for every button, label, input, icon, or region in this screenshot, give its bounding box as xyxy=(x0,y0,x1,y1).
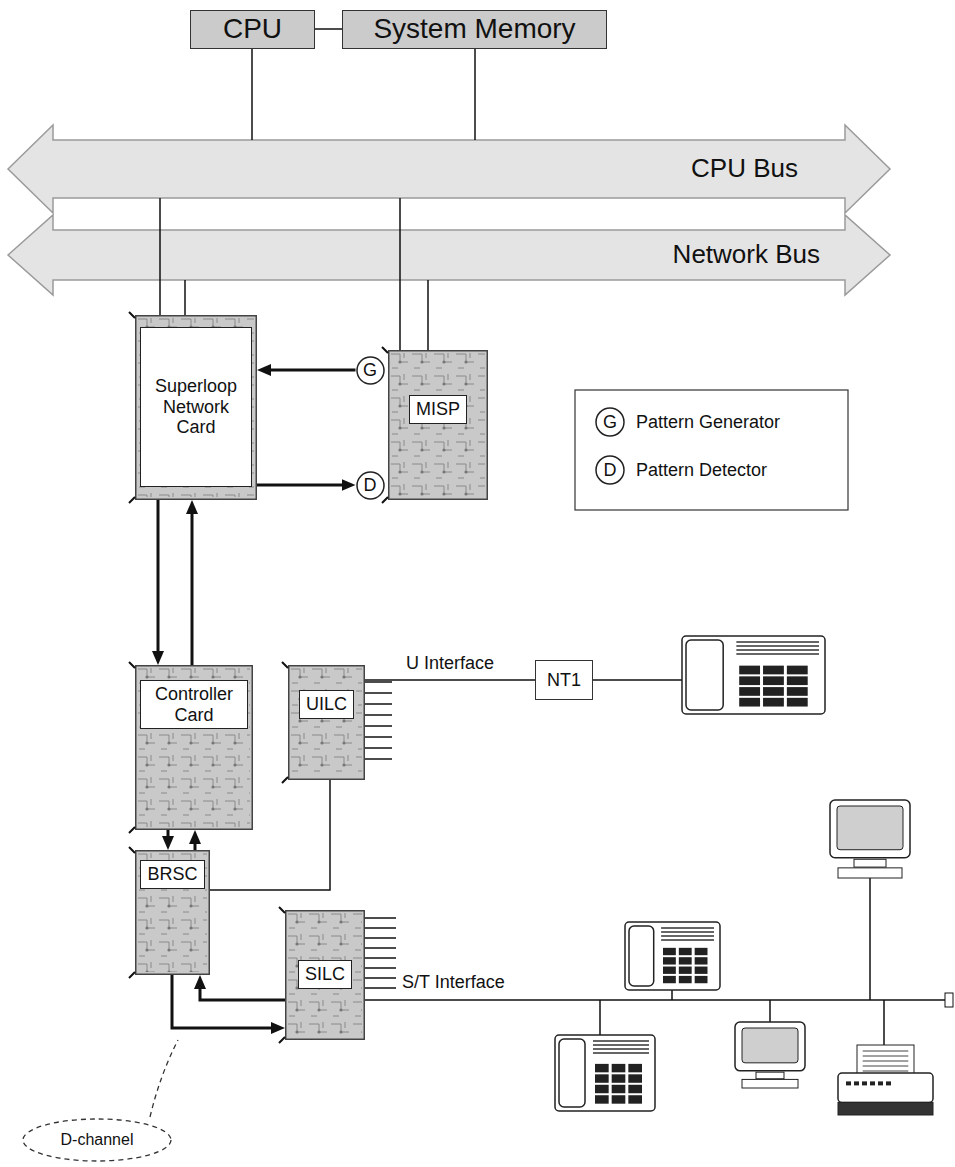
connector-line xyxy=(159,198,161,315)
legend-text: Pattern Detector xyxy=(634,460,769,481)
node-label: Network Bus xyxy=(673,240,820,270)
nt1-box: NT1 xyxy=(535,660,593,700)
signal-arrow xyxy=(167,830,170,844)
card-pin xyxy=(365,692,392,694)
connector-line xyxy=(399,198,401,350)
signal-arrow xyxy=(263,369,356,372)
wire xyxy=(769,1000,771,1022)
generator-circle: G xyxy=(356,356,385,385)
memory-box: System Memory xyxy=(342,10,607,49)
signal-arrow xyxy=(194,836,197,850)
node-label: G xyxy=(363,360,377,381)
wire xyxy=(883,1000,885,1045)
legend-sample xyxy=(596,408,624,436)
wire xyxy=(599,1000,601,1035)
connector-line xyxy=(184,280,186,315)
terminator xyxy=(945,993,953,1007)
signal-arrow xyxy=(257,484,350,487)
node-label: D xyxy=(364,475,377,496)
node-label: CPU Bus xyxy=(691,154,798,184)
illustration xyxy=(150,390,953,1117)
interface-label: U Interface xyxy=(404,653,496,674)
node-label: Superloop Network Card xyxy=(140,327,252,487)
card-pin xyxy=(365,703,392,705)
bus-band: Network Bus xyxy=(8,215,890,295)
brsc-card: BRSC xyxy=(135,850,210,975)
bus-band: CPU Bus xyxy=(8,125,890,213)
node-label: D-channel xyxy=(61,1131,134,1149)
node-label: Controller Card xyxy=(140,680,248,729)
uilc-card: UILC xyxy=(288,665,365,780)
wire xyxy=(593,679,682,681)
card-pin xyxy=(365,987,396,989)
signal-arrow xyxy=(157,500,160,659)
misp-card: MISP xyxy=(388,350,488,500)
card-pin xyxy=(365,758,392,760)
connector-line xyxy=(315,28,342,30)
card-pin xyxy=(365,977,396,979)
legend-letter: D xyxy=(602,460,619,481)
card-outline xyxy=(288,665,365,780)
callout-ellipse: D-channel xyxy=(22,1118,172,1162)
node-label: MISP xyxy=(409,395,467,424)
connector-line xyxy=(474,49,476,140)
telephone-icon xyxy=(555,1035,655,1111)
card-outline xyxy=(388,350,488,500)
legend-text: Pattern Generator xyxy=(634,412,782,433)
card-pin xyxy=(365,714,392,716)
legend-box xyxy=(575,390,848,510)
controller-card: Controller Card xyxy=(135,665,253,830)
card-pin xyxy=(365,725,392,727)
legend-letter: G xyxy=(601,412,619,433)
detector-circle: D xyxy=(356,471,385,500)
cpu-box: CPU xyxy=(190,10,315,49)
network-card: Superloop Network Card xyxy=(135,315,257,500)
connector-line xyxy=(251,49,253,140)
signal-arrow xyxy=(200,981,285,1000)
silc-card: SILC xyxy=(285,910,365,1040)
interface-label: S/T Interface xyxy=(400,972,507,993)
leader-line xyxy=(150,1040,178,1117)
legend-sample xyxy=(596,456,624,484)
connector-line xyxy=(210,780,330,890)
card-pin xyxy=(365,917,396,919)
card-pin xyxy=(365,967,396,969)
card-pin xyxy=(365,957,396,959)
computer-icon xyxy=(735,1022,805,1088)
card-pin xyxy=(365,736,392,738)
computer-icon xyxy=(830,800,910,878)
card-pin xyxy=(365,937,396,939)
connector-line xyxy=(365,679,535,681)
telephone-icon xyxy=(625,922,720,990)
node-label: CPU xyxy=(223,13,282,45)
node-label: SILC xyxy=(298,960,352,989)
wire xyxy=(671,990,673,1000)
signal-arrow xyxy=(172,975,279,1028)
card-pin xyxy=(365,747,392,749)
signal-arrow xyxy=(191,506,194,665)
connector-line xyxy=(427,280,429,350)
node-label: BRSC xyxy=(140,860,204,889)
node-label: System Memory xyxy=(373,13,575,45)
wire xyxy=(869,878,871,1000)
card-pin xyxy=(365,947,396,949)
telephone-icon xyxy=(682,636,825,714)
card-pin xyxy=(365,681,392,683)
node-label: UILC xyxy=(299,690,354,719)
printer-icon xyxy=(838,1045,933,1115)
st-bus-line xyxy=(365,999,945,1001)
node-label: NT1 xyxy=(547,670,581,691)
card-pin xyxy=(365,927,396,929)
